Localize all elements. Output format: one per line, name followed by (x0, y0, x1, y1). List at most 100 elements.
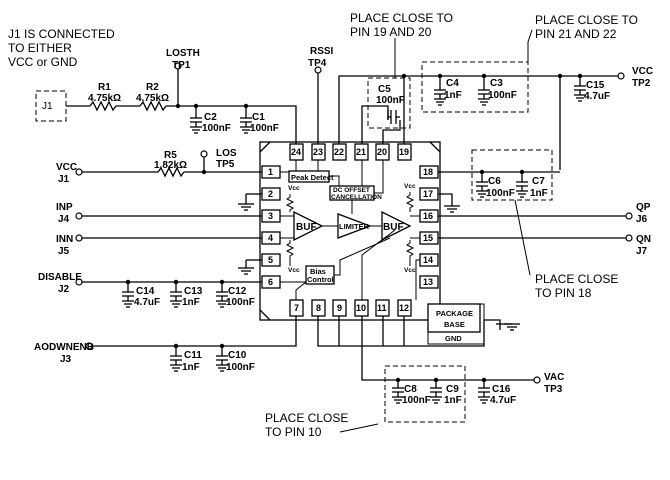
terminal-rssi[interactable] (314, 66, 322, 74)
capacitor-c3: C3 100nF (478, 78, 517, 106)
wire (361, 105, 389, 144)
peak-detect-label: Peak Detect (291, 173, 334, 182)
note-line: J1 IS CONNECTED (8, 27, 115, 41)
terminal-vcc-tp2[interactable] (617, 72, 625, 80)
pin-number: 21 (356, 147, 366, 157)
package-base-label: BASE (444, 320, 465, 329)
c8-value: 100nF (402, 395, 431, 406)
c14-value: 4.7uF (134, 297, 160, 308)
capacitor-c8: C8 100nF (392, 384, 431, 406)
note-line: PIN 19 AND 20 (350, 25, 432, 39)
note-pin18: PLACE CLOSE TO PIN 18 (514, 199, 618, 300)
junction-dot (479, 169, 485, 175)
label-qp: QP (636, 202, 651, 213)
buf-in-label: BUF (296, 222, 317, 233)
capacitor-c14: C14 4.7uF (122, 286, 160, 308)
terminal-vcc-j1[interactable] (75, 168, 83, 176)
terminal-los[interactable] (200, 150, 208, 158)
label-j5: J5 (58, 246, 70, 257)
label-tp3: TP3 (544, 384, 563, 395)
label-j6: J6 (636, 214, 648, 225)
junction-dot (219, 343, 225, 349)
pin-number: 19 (399, 147, 409, 157)
r1-value: 4.75kΩ (88, 93, 121, 104)
c6-value: 100nF (486, 188, 515, 199)
terminal-inp[interactable] (75, 212, 83, 220)
pin-number: 16 (423, 211, 433, 221)
junction-dot (243, 103, 249, 109)
label-j4: J4 (58, 214, 70, 225)
pin-number: 1 (268, 167, 273, 177)
junction-dot (395, 377, 401, 383)
junction-dot (401, 73, 407, 79)
j1-box-label: J1 (42, 101, 53, 112)
internal-wire (361, 229, 396, 300)
junction-dot (577, 73, 583, 79)
capacitor-c1: C1 100nF (240, 112, 279, 134)
label-tp1: TP1 (172, 60, 191, 71)
internal-resistor (285, 194, 295, 212)
c4-value: 1nF (444, 90, 462, 101)
internal-wire (329, 175, 340, 186)
pin-number: 13 (423, 277, 433, 287)
terminal-vac[interactable] (533, 376, 541, 384)
capacitor-c9: C9 1nF (430, 384, 462, 406)
junction-dot (201, 169, 207, 175)
pin-number: 24 (291, 147, 301, 157)
internal-wire (334, 237, 391, 276)
placement-box-c6-c7 (471, 149, 553, 201)
label-tp2: TP2 (632, 78, 651, 89)
wire (166, 105, 297, 144)
ground-icon (238, 203, 254, 211)
pin-number: 7 (294, 303, 299, 313)
terminal-disable[interactable] (75, 278, 83, 286)
capacitor-c16: C16 4.7uF (478, 384, 516, 406)
label-vac: VAC (544, 372, 564, 383)
c3-value: 100nF (488, 90, 517, 101)
capacitor-c13: C13 1nF (170, 286, 203, 308)
label-rssi: RSSI (310, 46, 334, 57)
connector-labels: LOSTH TP1 RSSI TP4 LOS TP5 VCC J1 INP J4… (34, 46, 653, 395)
c1-value: 100nF (250, 123, 279, 134)
c11-value: 1nF (182, 362, 200, 373)
pin-number: 5 (268, 255, 273, 265)
junction-dot (519, 169, 525, 175)
ic-chamfer (429, 141, 441, 153)
junction-dot (481, 73, 487, 79)
note-leader (527, 29, 533, 62)
label-vcc-j1: VCC (56, 162, 77, 173)
c16-value: 4.7uF (490, 395, 516, 406)
c13-name: C13 (184, 286, 203, 297)
note-pin21-22: PLACE CLOSE TO PIN 21 AND 22 (527, 13, 638, 62)
wire (438, 193, 453, 206)
terminal-qn[interactable] (625, 234, 633, 242)
resistor-r5-symbol (157, 166, 185, 178)
terminal-qp[interactable] (625, 212, 633, 220)
note-line: TO PIN 10 (265, 425, 322, 439)
r5-value: 1.82kΩ (154, 160, 187, 171)
note-line: PLACE CLOSE (265, 411, 348, 425)
internal-wire (295, 281, 307, 300)
r2-value: 4.75kΩ (136, 93, 169, 104)
gnd-bus-wire (317, 316, 501, 347)
c1-name: C1 (252, 112, 265, 123)
external-wiring (66, 68, 626, 388)
terminal-aodwnenb[interactable] (85, 342, 93, 350)
capacitor-c11: C11 1nF (170, 350, 202, 373)
ground-icon (238, 267, 254, 275)
c10-name: C10 (228, 350, 247, 361)
label-j7: J7 (636, 246, 648, 257)
ground-symbols (238, 203, 520, 331)
junction-dot (219, 279, 225, 285)
c2-value: 100nF (202, 123, 231, 134)
internal-wire (415, 259, 420, 300)
c8-name: C8 (404, 384, 417, 395)
top-pins: 24 23 22 21 20 19 (289, 143, 412, 161)
terminal-losth[interactable] (174, 62, 182, 70)
pin-number: 12 (399, 303, 409, 313)
c9-value: 1nF (444, 395, 462, 406)
pin-box (419, 275, 439, 289)
note-pin10: PLACE CLOSE TO PIN 10 (265, 411, 379, 439)
terminal-inn[interactable] (75, 234, 83, 242)
